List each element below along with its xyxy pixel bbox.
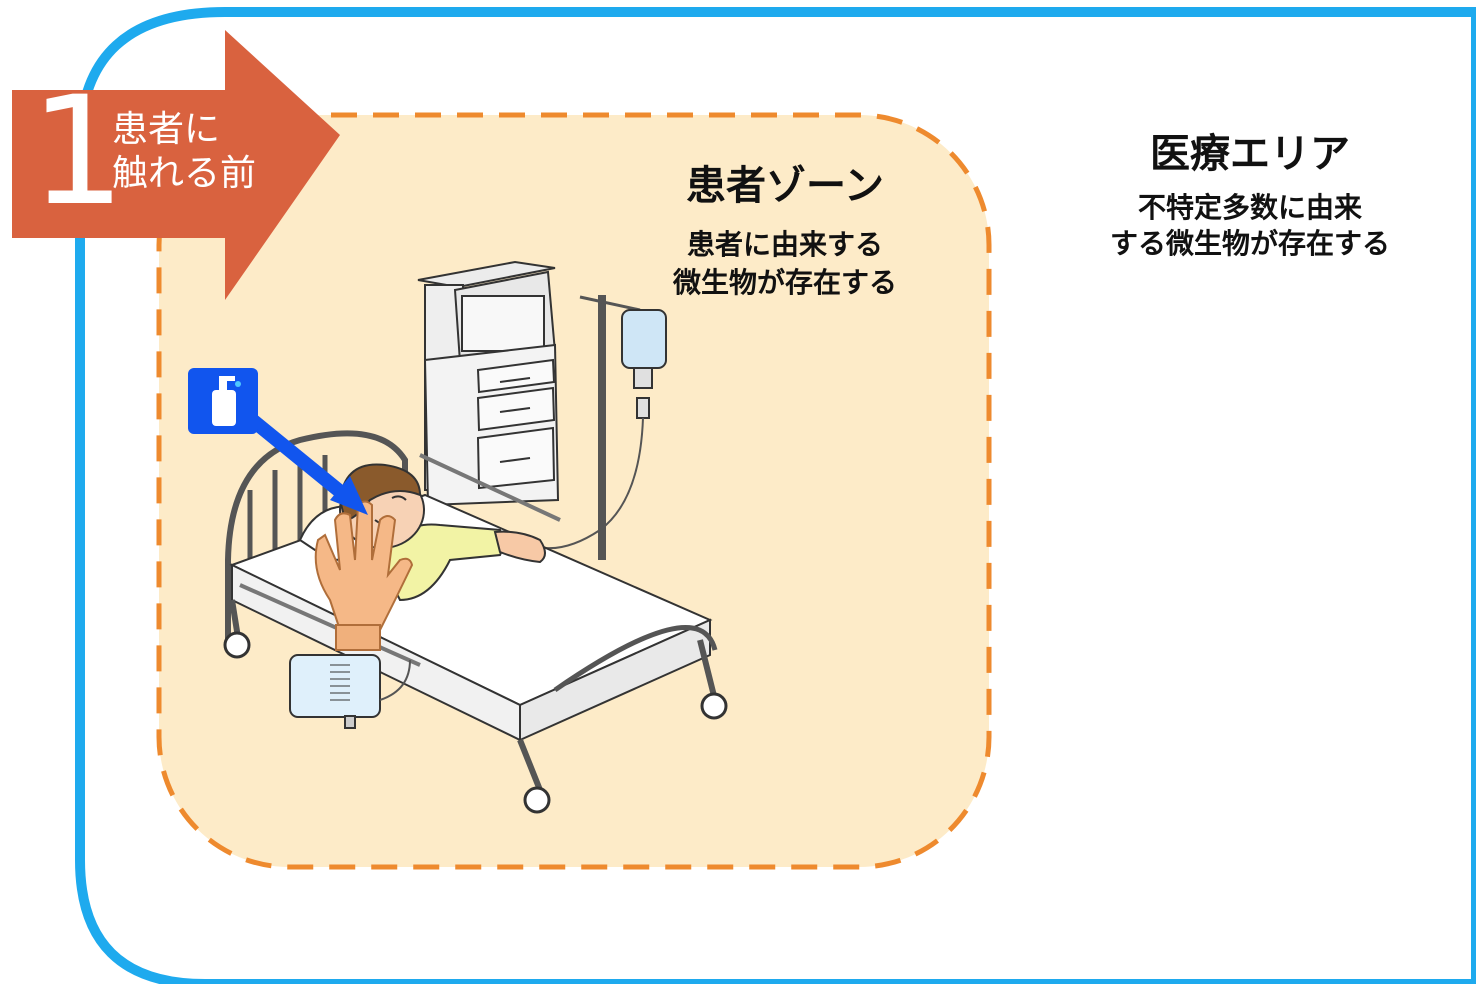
- hand-sanitizer-icon: [188, 368, 258, 434]
- step-label: 患者に 触れる前: [112, 109, 257, 194]
- bedside-cabinet-icon: [417, 260, 560, 507]
- iv-drip-icon: [544, 295, 667, 560]
- patient-zone-title: 患者ゾーン: [686, 163, 884, 209]
- care-area-title: 医療エリア: [1150, 131, 1350, 177]
- patient-zone-description: 患者に由来する 微生物が存在する: [672, 228, 897, 299]
- step-arrow: [12, 30, 340, 300]
- step-number: 1: [30, 65, 126, 239]
- care-area-description: 不特定多数に由来 する微生物が存在する: [1109, 191, 1390, 260]
- hand-icon: [314, 500, 414, 651]
- care-area-frame: [75, 7, 1476, 984]
- urine-bag-icon: [289, 654, 411, 729]
